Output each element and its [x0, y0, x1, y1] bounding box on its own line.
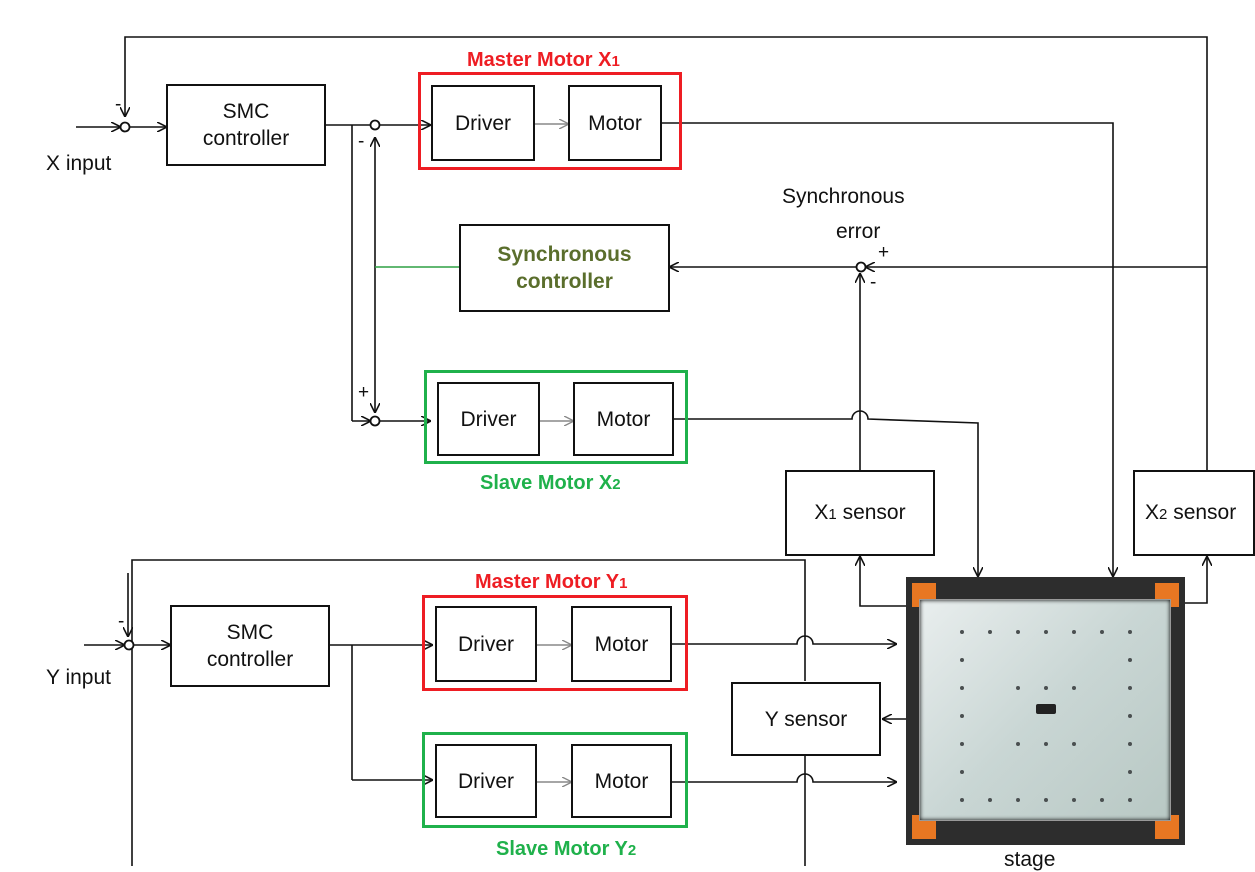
stage-hole	[1128, 714, 1132, 718]
driver-slave-x-label: Driver	[460, 407, 517, 431]
stage-hole	[988, 798, 992, 802]
motor-master-x-label: Motor	[588, 111, 642, 135]
sync-error-line1: Synchronous	[782, 185, 905, 208]
y-input-label: Y input	[46, 666, 111, 689]
stage-hole	[988, 630, 992, 634]
stage-hole	[1016, 742, 1020, 746]
motor-master-x: Motor	[568, 85, 662, 161]
synchronous-controller: Synchronous controller	[459, 224, 670, 312]
stage-hole	[1044, 686, 1048, 690]
driver-master-x-label: Driver	[455, 111, 511, 135]
stage-hole	[960, 686, 964, 690]
stage-hole	[1072, 630, 1076, 634]
slave-motor-y2-label: Slave Motor Y2	[496, 838, 637, 860]
sign-minus-x: -	[115, 94, 122, 115]
slave-motor-x2-label: Slave Motor X2	[480, 472, 621, 494]
stage-hole	[1128, 630, 1132, 634]
stage-hole	[1072, 742, 1076, 746]
motor-slave-x: Motor	[573, 382, 674, 456]
stage-plate	[919, 599, 1171, 821]
x1-sensor: X1 sensor	[785, 470, 935, 556]
x2-sensor-label: X2 sensor	[1145, 500, 1237, 524]
x2-sensor: X2 sensor	[1133, 470, 1255, 556]
motor-master-y: Motor	[571, 606, 672, 682]
stage-hole	[1100, 798, 1104, 802]
stage-hole	[1128, 658, 1132, 662]
stage-hole	[1016, 630, 1020, 634]
motor-slave-x-label: Motor	[596, 407, 651, 431]
stage-hole	[960, 630, 964, 634]
stage-hole	[1128, 686, 1132, 690]
stage-hole	[1100, 630, 1104, 634]
sync-controller-line2: controller	[516, 270, 613, 293]
sum-junction-x	[119, 121, 131, 133]
sync-controller-line1: Synchronous	[497, 243, 632, 266]
master-motor-y1-label: Master Motor Y1	[475, 571, 628, 593]
stage-hole	[960, 658, 964, 662]
stage-hole	[960, 742, 964, 746]
sign-plus-sync: +	[878, 242, 890, 263]
stage-hole	[1128, 742, 1132, 746]
smc-controller-x: SMC controller	[166, 84, 326, 166]
driver-master-x: Driver	[431, 85, 535, 161]
sum-junction-y	[123, 639, 135, 651]
stage-label: stage	[1004, 848, 1056, 871]
master-motor-x1-label: Master Motor X1	[467, 49, 620, 71]
stage-center-mark	[1036, 704, 1056, 714]
sign-minus-sync: -	[870, 272, 877, 293]
driver-slave-x: Driver	[437, 382, 540, 456]
y-sensor: Y sensor	[731, 682, 881, 756]
sum-junction-slave-x	[369, 415, 381, 427]
driver-master-y-label: Driver	[458, 632, 514, 656]
stage-hole	[1072, 798, 1076, 802]
x1-sensor-label: X1 sensor	[814, 500, 906, 524]
driver-master-y: Driver	[435, 606, 537, 682]
stage-hole	[1072, 686, 1076, 690]
stage-hole	[1044, 630, 1048, 634]
sign-plus-slave-x: +	[358, 382, 370, 403]
driver-slave-y-label: Driver	[458, 769, 514, 793]
stage-hole	[960, 770, 964, 774]
smc-controller-y: SMC controller	[170, 605, 330, 687]
motor-slave-y-label: Motor	[594, 769, 649, 793]
smc-controller-x-label: SMC controller	[202, 100, 290, 150]
stage-hole	[1016, 686, 1020, 690]
sign-minus-master-x: -	[358, 131, 365, 152]
driver-slave-y: Driver	[435, 744, 537, 818]
stage-photo	[906, 577, 1185, 845]
y-sensor-label: Y sensor	[764, 707, 848, 731]
slave-motor-y2-group	[422, 732, 688, 828]
sync-error-line2: error	[836, 220, 881, 243]
x-input-label: X input	[46, 152, 112, 175]
stage-hole	[1128, 798, 1132, 802]
motor-slave-y: Motor	[571, 744, 672, 818]
smc-controller-y-label: SMC controller	[206, 621, 294, 671]
sum-junction-sync-error	[855, 261, 867, 273]
stage-hole	[960, 798, 964, 802]
stage-hole	[1044, 742, 1048, 746]
sum-junction-master-x	[369, 119, 381, 131]
master-motor-x1-group	[418, 72, 682, 170]
motor-master-y-label: Motor	[594, 632, 649, 656]
stage-hole	[1128, 770, 1132, 774]
stage-hole	[960, 714, 964, 718]
slave-motor-x2-group	[424, 370, 688, 464]
stage-hole	[1044, 798, 1048, 802]
master-motor-y1-group	[422, 595, 688, 691]
stage-hole	[1016, 798, 1020, 802]
sign-minus-y: -	[118, 611, 125, 632]
